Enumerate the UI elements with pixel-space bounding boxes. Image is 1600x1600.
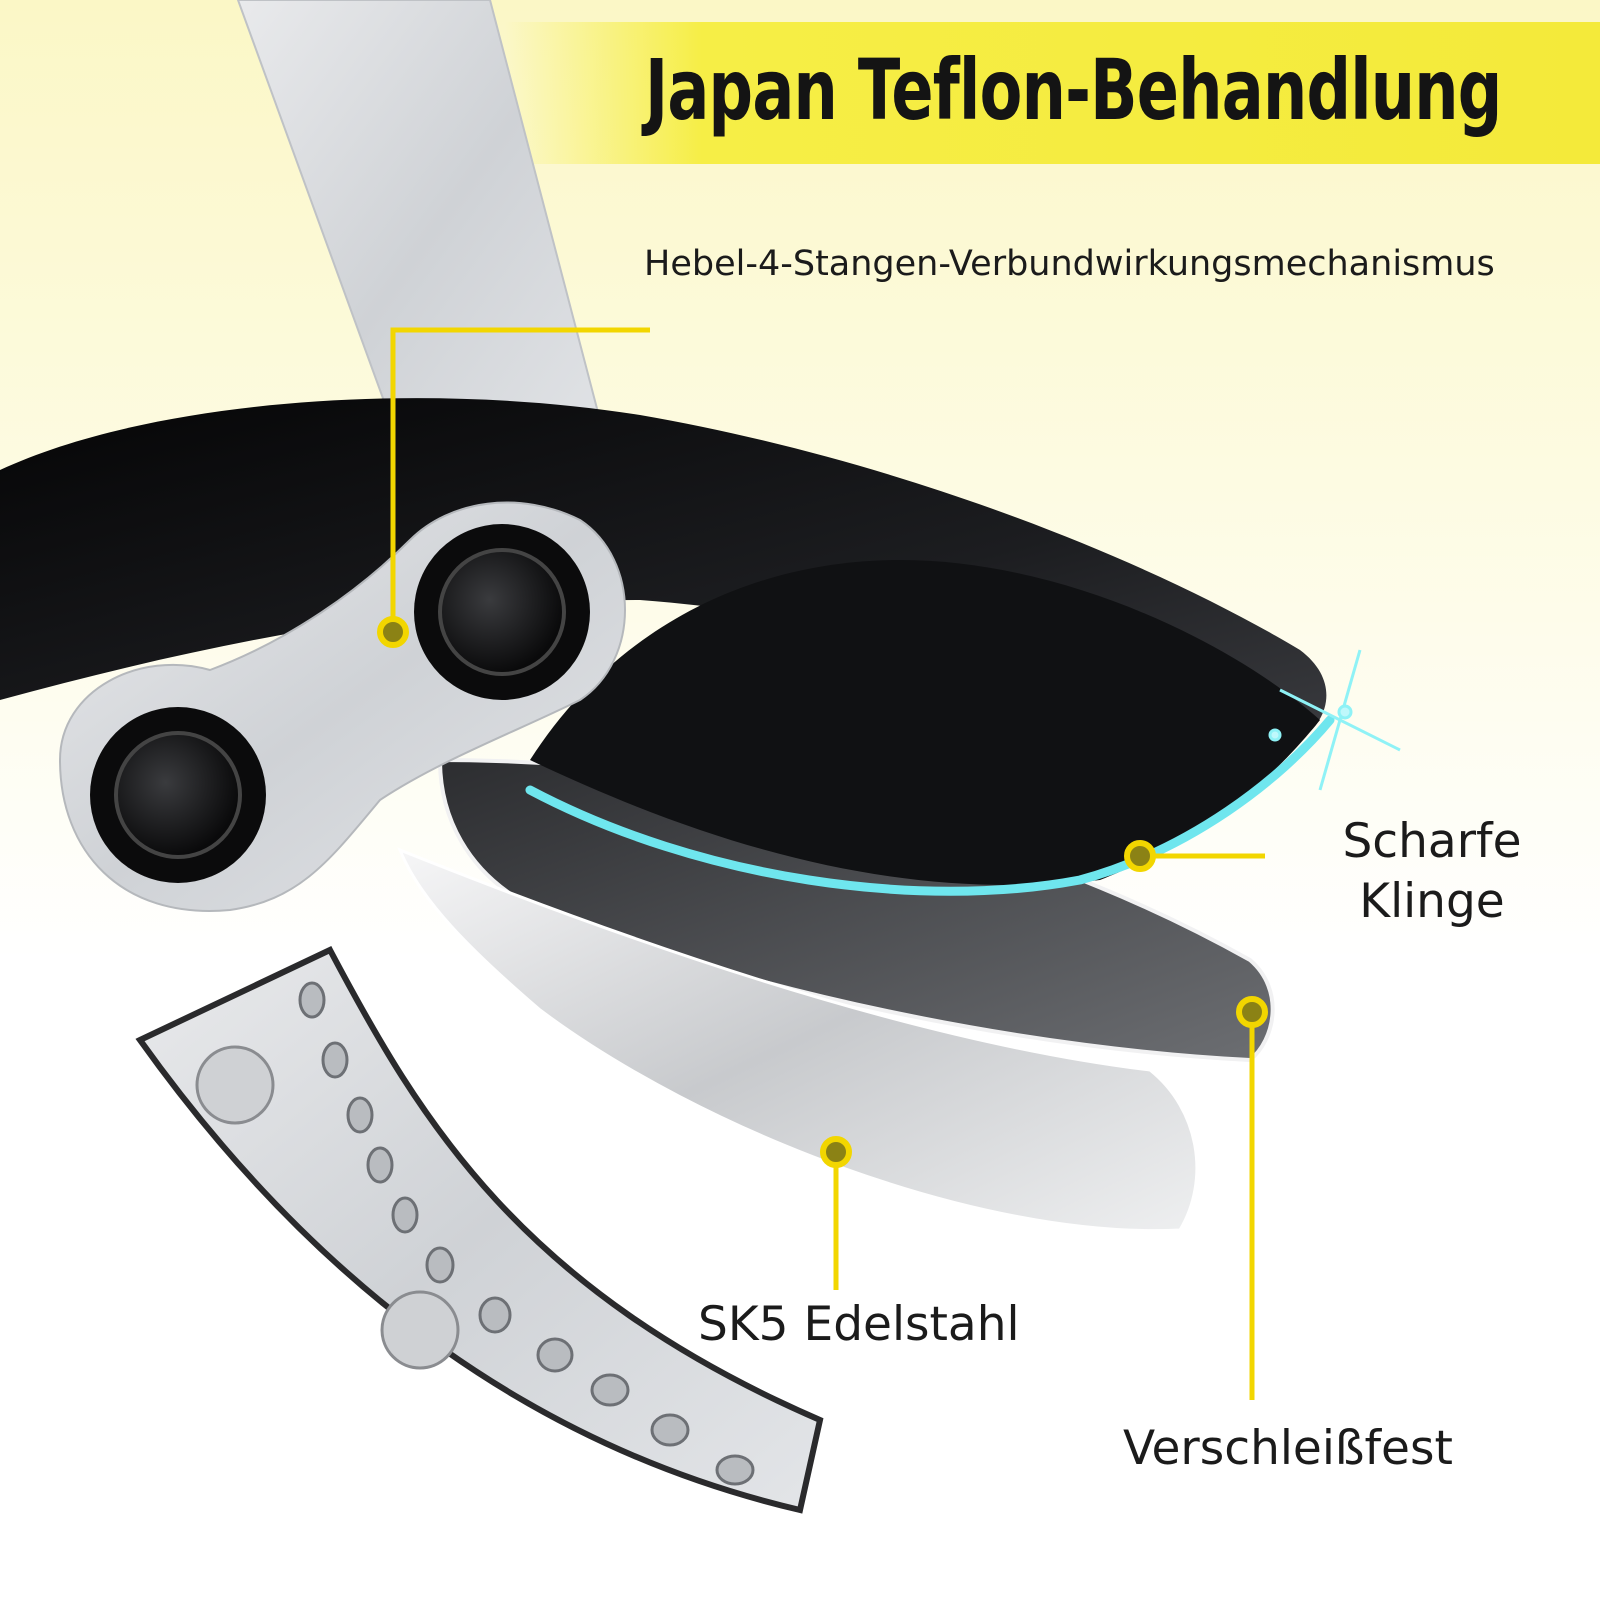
title-banner [505, 22, 1600, 164]
steel-callout: SK5 Edelstahl [698, 1297, 1020, 1352]
sharp-blade-line2: Klinge [1359, 874, 1505, 929]
callout-dots [377, 616, 1268, 1168]
lower-handle [135, 946, 824, 1514]
handle-holes [298, 981, 755, 1486]
steel-blade [397, 847, 1199, 1233]
pivot-bolt-icon [90, 524, 590, 883]
sharp-edge-glow [525, 715, 1335, 896]
sparkle-icon [1268, 649, 1401, 791]
mechanism-subtitle: Hebel-4-Stangen-Verbundwirkungsmechanism… [644, 244, 1495, 284]
sharp-blade-line1: Scharfe [1342, 814, 1522, 869]
cutting-blade [530, 560, 1320, 885]
callout-lines [390, 327, 1265, 1400]
sharp-blade-callout: Scharfe Klinge [1322, 812, 1542, 932]
wear-resistant-callout: Verschleißfest [1123, 1421, 1453, 1476]
screw-icon [195, 1045, 460, 1370]
page-title: Japan Teflon-Behandlung [645, 41, 1502, 139]
